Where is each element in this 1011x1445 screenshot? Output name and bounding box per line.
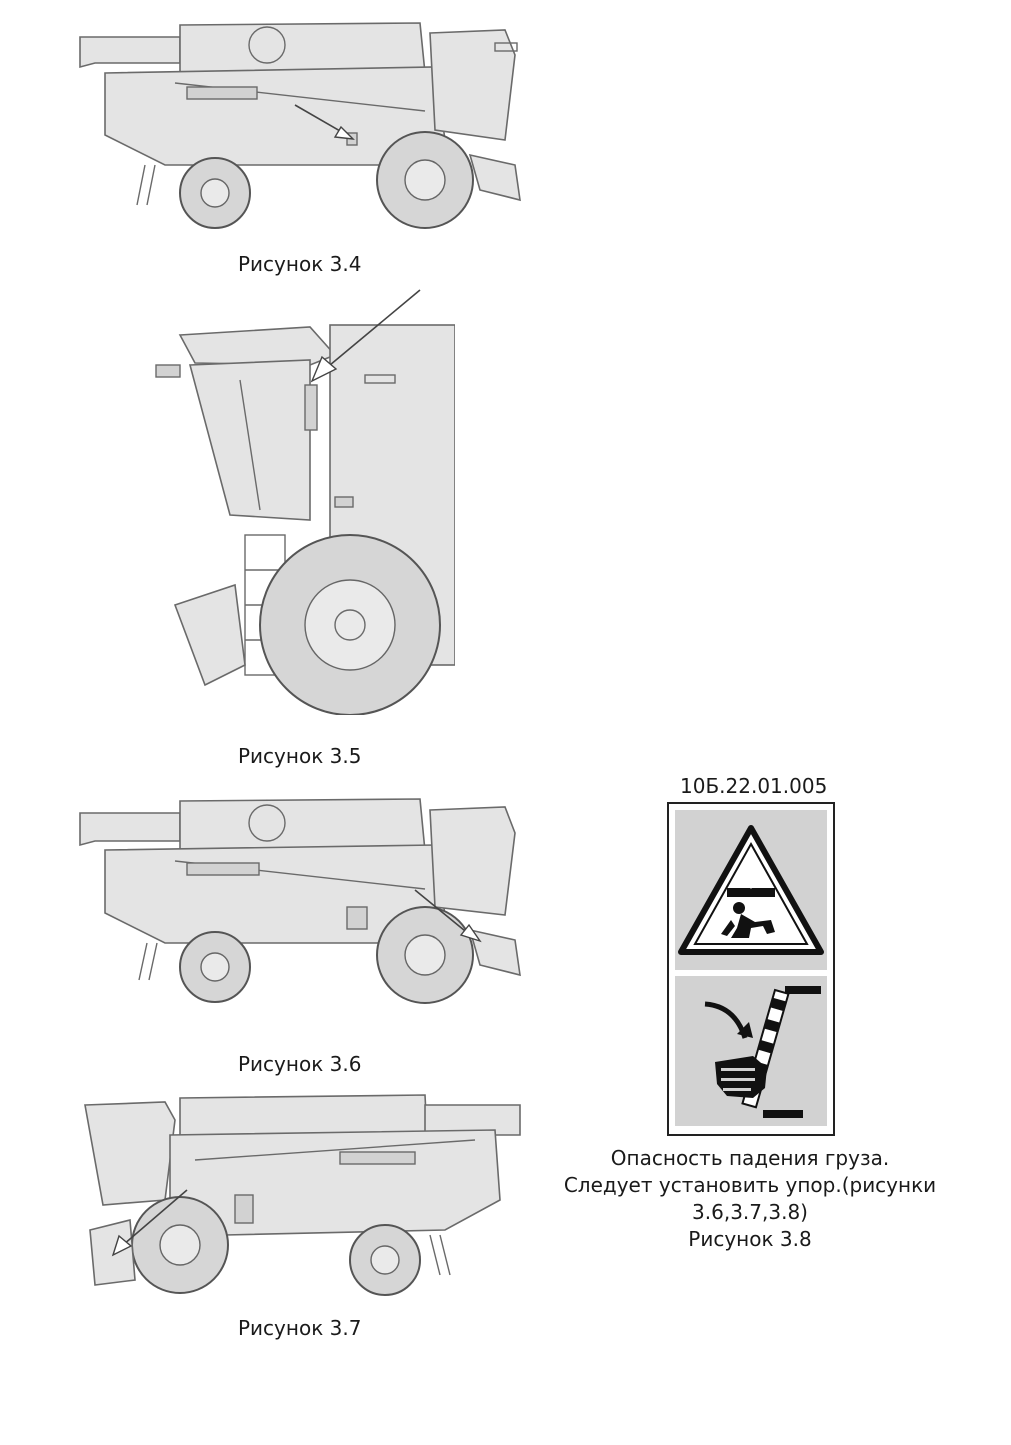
support-stop-panel (675, 976, 827, 1126)
figure-3-4-caption: Рисунок 3.4 (238, 252, 362, 276)
figure-3-5-cab-closeup-drawing (155, 289, 455, 715)
sign-code: 10Б.22.01.005 (680, 774, 828, 798)
safety-sign (667, 802, 835, 1136)
figure-3-7-caption: Рисунок 3.7 (238, 1316, 362, 1340)
figure-3-4-harvester-drawing (79, 22, 521, 229)
figure-3-7-harvester-drawing (84, 1094, 521, 1296)
figure-3-6-caption: Рисунок 3.6 (238, 1052, 362, 1076)
falling-load-warning-icon (678, 825, 824, 955)
falling-load-warning-panel (675, 810, 827, 970)
support-stop-install-icon (704, 986, 821, 1118)
sign-description-line: 3.6,3.7,3.8) (692, 1200, 808, 1224)
sign-description-line: Опасность падения груза. (610, 1146, 890, 1170)
figure-3-5-caption: Рисунок 3.5 (238, 744, 362, 768)
figure-3-6-harvester-drawing (79, 798, 521, 1004)
figure-3-8-caption: Рисунок 3.8 (688, 1227, 812, 1251)
sign-description-line: Следует установить упор.(рисунки (563, 1173, 937, 1197)
sign-description: Опасность падения груза. Следует установ… (560, 1145, 940, 1253)
